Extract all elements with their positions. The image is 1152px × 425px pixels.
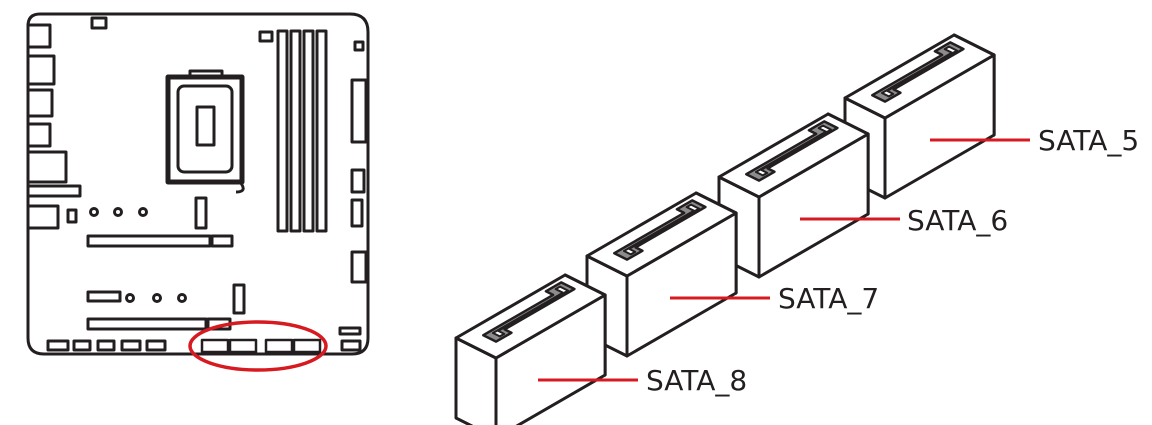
header [258,30,274,43]
connector-slot-inner [881,45,958,98]
header [145,339,167,352]
header [46,339,70,352]
board-sata-connectors [200,338,322,354]
io-port [66,208,78,224]
header [96,339,116,352]
dimm-slot [302,29,315,233]
io-port [26,204,60,230]
m2-slot [86,290,122,303]
pcie-slot [86,317,232,331]
header [350,198,364,228]
m2-slot [194,196,208,230]
cpu-socket [165,69,245,194]
board-edge [26,12,370,356]
header [340,339,362,352]
header [90,16,108,30]
connector-slot-inner [492,285,569,338]
header [338,326,362,336]
io-port [26,150,68,184]
connector-slot-inner [755,124,832,177]
atx-power-connector [350,78,368,144]
label-sata-8: SATA_8 [646,364,747,397]
dimm-slot [276,29,289,233]
pcie-slot [86,234,234,248]
header [72,339,92,352]
dimm-slot [315,29,328,233]
sata-7-connector [585,191,738,358]
sata-6-connector [717,112,870,279]
label-sata-5: SATA_5 [1038,124,1139,157]
header [350,168,366,194]
io-port [26,54,56,86]
screw-hole [152,293,162,303]
io-port [26,184,82,198]
header [350,250,368,284]
sata-highlight-ellipse [188,320,328,372]
sata-labels: SATA_5 SATA_6 SATA_7 SATA_8 [538,124,1139,397]
screw-hole [138,207,148,217]
io-port [26,122,52,148]
io-port [26,23,52,49]
screw-hole [113,207,123,217]
motherboard-outline [26,12,370,356]
screw-hole [89,207,99,217]
sata-connector-stack [454,33,996,425]
header [353,40,365,52]
screw-hole [177,293,187,303]
label-sata-7: SATA_7 [778,282,879,315]
header [120,339,142,352]
io-port [26,88,54,118]
m2-slot [232,283,246,315]
sata-8-connector [454,273,607,425]
connector-slot-inner [623,203,700,256]
label-sata-6: SATA_6 [907,204,1008,237]
sata-5-connector [843,33,996,200]
dimm-slot [289,29,302,233]
screw-hole [125,293,135,303]
